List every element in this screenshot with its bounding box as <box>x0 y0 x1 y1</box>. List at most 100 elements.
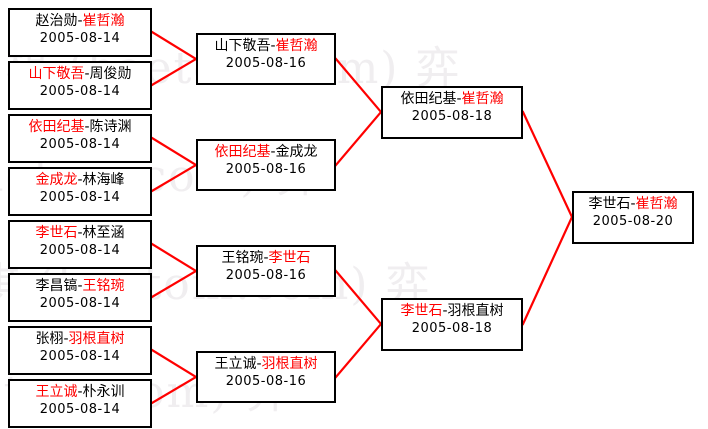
match-players: 山下敬吾-周俊勋 <box>10 67 150 81</box>
match-date: 2005-08-14 <box>39 349 121 364</box>
connector-r2-m1 <box>334 57 383 114</box>
match-players: 依田纪基-崔哲瀚 <box>383 92 521 106</box>
match-date: 2005-08-14 <box>39 84 121 99</box>
player-loser: 金成龙 <box>275 144 318 160</box>
player-winner: 崔哲瀚 <box>461 91 504 107</box>
player-separator: - <box>456 91 462 107</box>
match-players: 王立诚-朴永训 <box>10 385 150 399</box>
connector-r1-m2 <box>150 57 198 87</box>
match-box[interactable]: 依田纪基-崔哲瀚 2005-08-18 <box>381 86 523 139</box>
player-winner: 羽根直树 <box>261 356 318 372</box>
connector-r2-m4 <box>334 322 383 379</box>
match-box[interactable]: 张栩-羽根直树 2005-08-14 <box>8 326 152 375</box>
player-separator: - <box>77 278 83 294</box>
player-separator: - <box>77 384 83 400</box>
player-loser: 王立诚 <box>214 356 257 372</box>
match-box[interactable]: 王立诚-朴永训 2005-08-14 <box>8 379 152 428</box>
player-separator: - <box>77 172 83 188</box>
match-date: 2005-08-16 <box>225 162 307 177</box>
match-players: 李世石-羽根直树 <box>383 304 521 318</box>
connector-r1-m4 <box>150 163 198 193</box>
player-winner: 依田纪基 <box>214 144 271 160</box>
player-winner: 王铭琬 <box>82 278 125 294</box>
connector-r2-m2 <box>334 110 383 167</box>
match-players: 李世石-崔哲瀚 <box>574 197 692 211</box>
match-players: 王立诚-羽根直树 <box>198 357 334 371</box>
match-box[interactable]: 王铭琬-李世石 2005-08-16 <box>196 245 336 297</box>
player-winner: 李世石 <box>35 225 78 241</box>
match-players: 张栩-羽根直树 <box>10 332 150 346</box>
player-separator: - <box>77 13 83 29</box>
player-winner: 李世石 <box>400 303 443 319</box>
match-date: 2005-08-16 <box>225 56 307 71</box>
match-date: 2005-08-16 <box>225 268 307 283</box>
player-separator: - <box>256 356 262 372</box>
player-separator: - <box>63 331 69 347</box>
match-box[interactable]: 金成龙-林海峰 2005-08-14 <box>8 167 152 216</box>
match-date: 2005-08-14 <box>39 190 121 205</box>
match-date: 2005-08-18 <box>411 321 493 336</box>
match-box[interactable]: 王立诚-羽根直树 2005-08-16 <box>196 351 336 403</box>
player-loser: 林至涵 <box>82 225 125 241</box>
match-box[interactable]: 依田纪基-陈诗渊 2005-08-14 <box>8 114 152 163</box>
player-loser: 周俊勋 <box>89 66 132 82</box>
match-box[interactable]: 山下敬吾-崔哲瀚 2005-08-16 <box>196 33 336 85</box>
player-winner: 崔哲瀚 <box>275 38 318 54</box>
player-separator: - <box>270 38 276 54</box>
match-players: 金成龙-林海峰 <box>10 173 150 187</box>
player-loser: 李世石 <box>588 196 631 212</box>
player-separator: - <box>270 144 276 160</box>
match-players: 李昌镐-王铭琬 <box>10 279 150 293</box>
player-winner: 依田纪基 <box>28 119 85 135</box>
match-players: 李世石-林至涵 <box>10 226 150 240</box>
player-loser: 依田纪基 <box>400 91 457 107</box>
player-loser: 林海峰 <box>82 172 125 188</box>
player-winner: 崔哲瀚 <box>635 196 678 212</box>
match-players: 依田纪基-陈诗渊 <box>10 120 150 134</box>
match-box[interactable]: 李世石-林至涵 2005-08-14 <box>8 220 152 269</box>
connector-sf-m1 <box>521 110 574 219</box>
connector-r1-m8 <box>150 375 198 405</box>
connector-r1-m7 <box>150 348 198 379</box>
match-box[interactable]: 李世石-羽根直树 2005-08-18 <box>381 298 523 351</box>
connector-r1-m3 <box>150 136 198 167</box>
match-date: 2005-08-20 <box>592 214 674 229</box>
player-winner: 李世石 <box>268 250 311 266</box>
match-players: 依田纪基-金成龙 <box>198 145 334 159</box>
player-separator: - <box>442 303 448 319</box>
player-winner: 金成龙 <box>35 172 78 188</box>
player-loser: 张栩 <box>35 331 64 347</box>
match-box[interactable]: 赵治勋-崔哲瀚 2005-08-14 <box>8 8 152 57</box>
player-separator: - <box>84 119 90 135</box>
player-loser: 朴永训 <box>82 384 125 400</box>
player-loser: 王铭琬 <box>221 250 264 266</box>
connector-r1-m1 <box>150 30 198 61</box>
match-box[interactable]: 依田纪基-金成龙 2005-08-16 <box>196 139 336 191</box>
player-loser: 山下敬吾 <box>214 38 271 54</box>
player-separator: - <box>630 196 636 212</box>
player-winner: 王立诚 <box>35 384 78 400</box>
match-date: 2005-08-14 <box>39 296 121 311</box>
player-loser: 赵治勋 <box>35 13 78 29</box>
connector-sf-m2 <box>521 215 574 326</box>
player-separator: - <box>263 250 269 266</box>
match-box[interactable]: 李世石-崔哲瀚 2005-08-20 <box>572 191 694 244</box>
player-winner: 崔哲瀚 <box>82 13 125 29</box>
match-box[interactable]: 李昌镐-王铭琬 2005-08-14 <box>8 273 152 322</box>
match-players: 山下敬吾-崔哲瀚 <box>198 39 334 53</box>
connector-r1-m5 <box>150 242 198 273</box>
match-date: 2005-08-14 <box>39 31 121 46</box>
connector-r1-m6 <box>150 269 198 299</box>
match-box[interactable]: 山下敬吾-周俊勋 2005-08-14 <box>8 61 152 110</box>
player-separator: - <box>84 66 90 82</box>
connector-r2-m3 <box>334 269 383 326</box>
match-players: 王铭琬-李世石 <box>198 251 334 265</box>
player-separator: - <box>77 225 83 241</box>
player-loser: 陈诗渊 <box>89 119 132 135</box>
match-date: 2005-08-14 <box>39 243 121 258</box>
player-winner: 羽根直树 <box>68 331 125 347</box>
player-winner: 山下敬吾 <box>28 66 85 82</box>
match-date: 2005-08-14 <box>39 402 121 417</box>
player-loser: 李昌镐 <box>35 278 78 294</box>
